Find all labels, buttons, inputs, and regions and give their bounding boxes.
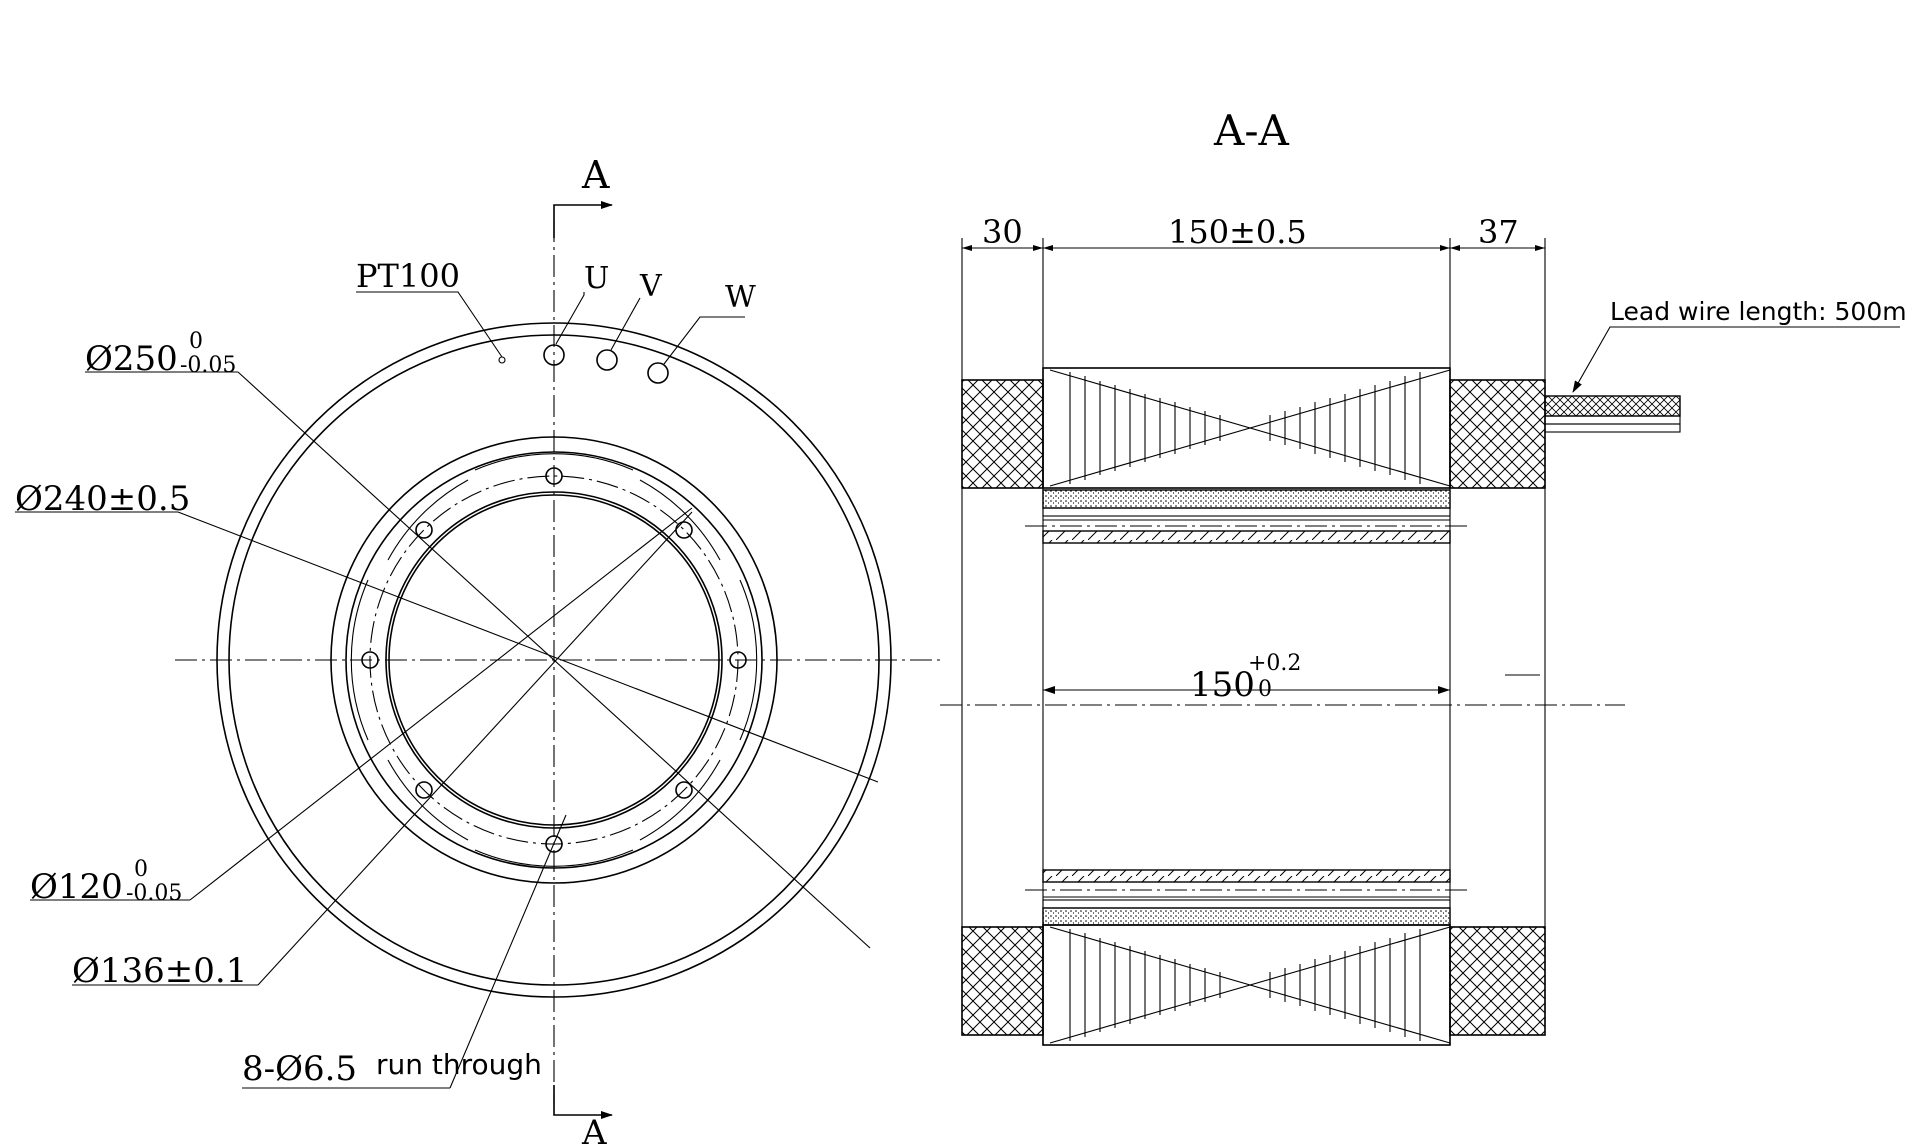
dim-bore-main: 150 xyxy=(1190,665,1255,705)
core-bottom-dotted xyxy=(1042,907,1451,926)
left-endcap-bottom xyxy=(961,926,1044,1036)
outer-circle-240 xyxy=(228,334,880,986)
phase-v-label: V xyxy=(639,269,663,304)
dia-136-label: Ø136±0.1 xyxy=(72,951,247,991)
dia-240-label: Ø240±0.5 xyxy=(15,479,190,519)
lead-wire-label: Lead wire length: 500m xyxy=(1610,297,1907,326)
section-marker-bottom xyxy=(553,1085,613,1119)
outer-circle-250 xyxy=(216,322,892,998)
pt100-label: PT100 xyxy=(356,257,460,295)
dia-250-tol-lower: -0.05 xyxy=(180,353,236,378)
lead-wire-leader xyxy=(1572,326,1900,393)
inner-ring-2 xyxy=(345,451,763,869)
dia-250-tol-upper: 0 xyxy=(189,329,203,354)
holes-label: 8-Ø6.5 xyxy=(242,1049,357,1089)
front-view xyxy=(15,201,940,1119)
inner-ring-136 xyxy=(385,491,723,829)
dia-120-label: Ø120 xyxy=(30,867,123,907)
sleeve-top xyxy=(1042,530,1451,544)
inner-ring-outer xyxy=(330,436,778,884)
terminal-v xyxy=(596,349,618,371)
dia-120-tol-upper: 0 xyxy=(134,857,148,882)
dim-left: 30 xyxy=(982,213,1023,251)
dim-middle: 150±0.5 xyxy=(1168,213,1307,251)
section-marker-top xyxy=(553,201,613,238)
holes-note: run through xyxy=(376,1048,542,1081)
dia-120-tol-lower: -0.05 xyxy=(126,881,182,906)
bolt-holes xyxy=(361,467,747,853)
right-endcap-top xyxy=(1449,379,1546,489)
dia-250-label: Ø250 xyxy=(85,339,178,379)
winding-top xyxy=(1042,367,1451,489)
phase-u-label: U xyxy=(584,261,609,296)
sleeve-bottom xyxy=(1042,869,1451,883)
phase-w-label: W xyxy=(725,280,756,315)
winding-bottom xyxy=(1042,924,1451,1046)
terminal-w xyxy=(647,362,669,384)
terminal-u xyxy=(543,344,565,366)
dim-bore-upper: +0.2 xyxy=(1248,651,1301,676)
section-view xyxy=(940,238,1900,1046)
section-marker-top-label: A xyxy=(581,153,610,197)
pt100-hole xyxy=(498,356,506,364)
left-endcap-top xyxy=(961,379,1044,489)
dim-right: 37 xyxy=(1478,213,1519,251)
core-top-dotted xyxy=(1042,489,1451,509)
bore-circle-120 xyxy=(388,494,720,826)
dim-bore-lower: 0 xyxy=(1258,677,1272,702)
right-endcap-bottom xyxy=(1449,926,1546,1036)
lead-wire xyxy=(1544,395,1681,433)
section-marker-bottom-label: A xyxy=(581,1113,607,1144)
section-title: A-A xyxy=(1213,106,1290,155)
